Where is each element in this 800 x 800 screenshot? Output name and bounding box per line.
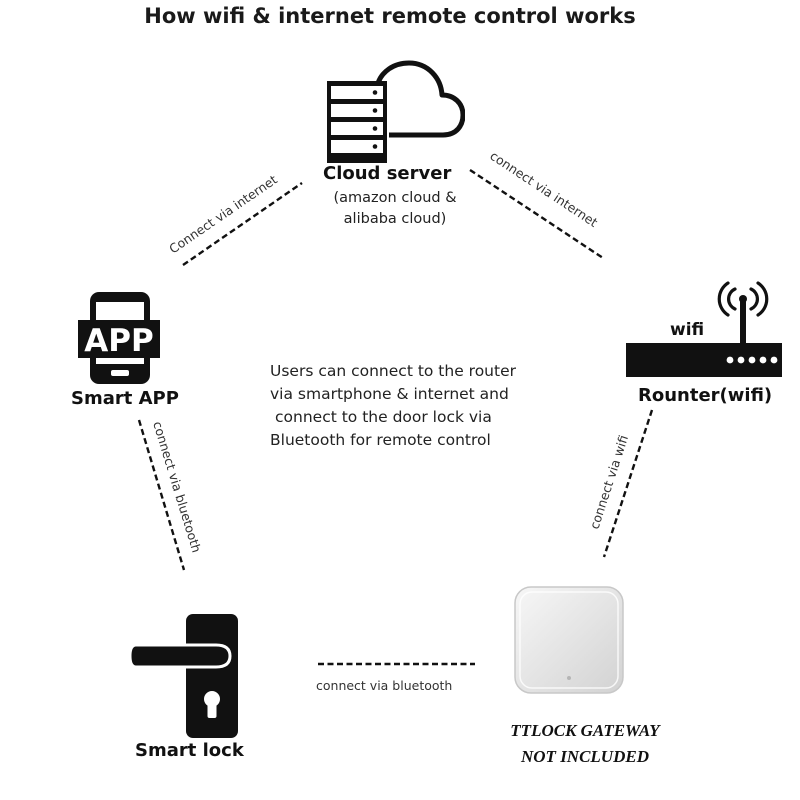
edge-router-gateway-label: connect via wifi (587, 433, 632, 531)
center-text-line1: Users can connect to the router (270, 362, 516, 380)
smart-lock-label: Smart lock (135, 740, 244, 761)
gateway-device-icon (514, 586, 624, 694)
edge-lock-gateway-label: connect via bluetooth (316, 678, 452, 693)
edge-app-lock-line (137, 419, 186, 571)
router-label: Rounter(wifi) (638, 385, 773, 406)
cloud-server-icon (327, 60, 465, 163)
smart-app-label: Smart APP (71, 388, 179, 409)
diagram-title: How wifi & internet remote control works (144, 4, 636, 28)
edge-router-gateway-line (602, 409, 654, 558)
center-text-line4: Bluetooth for remote control (270, 431, 491, 449)
edge-cloud-router-line (469, 168, 604, 260)
cloud-server-label: Cloud server (323, 163, 452, 184)
app-icon-text: APP (84, 323, 153, 359)
edge-app-cloud-label: Connect via internet (166, 172, 280, 257)
cloud-server-sub-line1: (amazon cloud & (333, 190, 457, 206)
center-text-line3: connect to the door lock via (275, 408, 492, 426)
smartphone-icon: APP (78, 292, 160, 384)
cloud-server-sub-line2: alibaba cloud) (343, 211, 447, 227)
router-icon (626, 281, 782, 377)
gateway-note-line2: NOT INCLUDED (521, 747, 649, 766)
edge-app-cloud-line (182, 182, 303, 266)
center-text-line2: via smartphone & internet and (270, 385, 509, 403)
gateway-note-line1: TTLOCK GATEWAY (510, 721, 660, 740)
door-lock-handle-icon (128, 614, 238, 738)
router-icon-text: wifi (670, 320, 705, 340)
